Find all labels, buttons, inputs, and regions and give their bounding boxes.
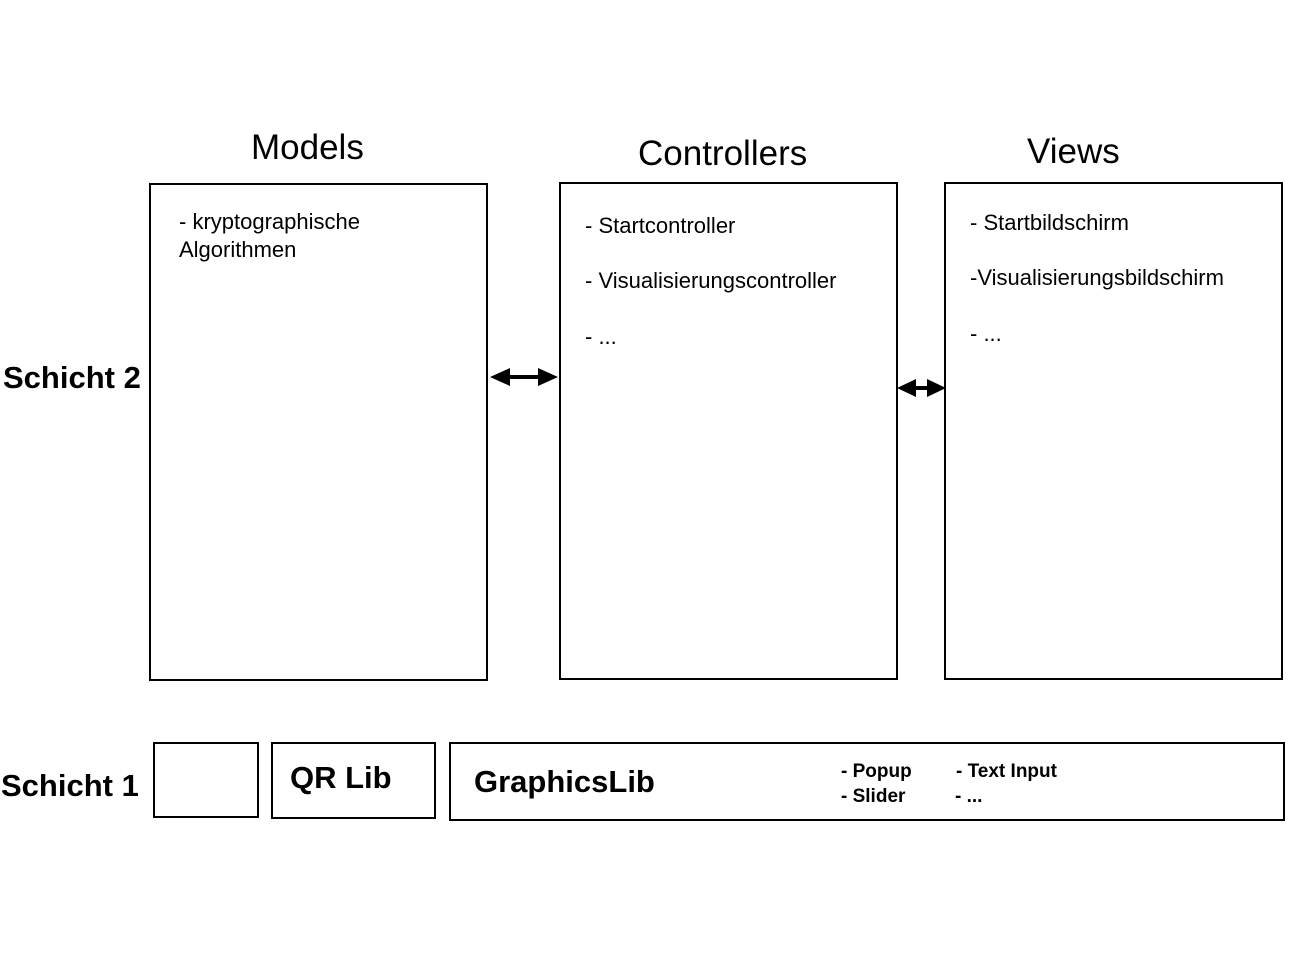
widget-more: - ... <box>955 786 983 807</box>
models-controllers-arrow <box>490 368 558 386</box>
empty-lib-box <box>153 742 259 818</box>
controllers-item-3: - ... <box>585 324 617 349</box>
controllers-item-2: - Visualisierungscontroller <box>585 268 837 293</box>
widget-slider: - Slider <box>841 786 906 807</box>
qr-lib-box: QR Lib <box>271 742 436 819</box>
models-box: - kryptographische Algorithmen <box>149 183 488 681</box>
models-item-1: - kryptographische <box>179 209 360 234</box>
graphics-lib-box: GraphicsLib - Popup - Text Input - Slide… <box>449 742 1285 821</box>
views-item-2: -Visualisierungsbildschirm <box>970 265 1224 290</box>
layer-2-label: Schicht 2 <box>3 360 141 395</box>
controllers-views-arrow <box>897 379 946 397</box>
layer-1-label: Schicht 1 <box>1 768 139 803</box>
widget-popup: - Popup <box>841 761 912 782</box>
widget-text-input: - Text Input <box>956 761 1057 782</box>
models-item-2: Algorithmen <box>179 237 297 262</box>
views-box: - Startbildschirm -Visualisierungsbildsc… <box>944 182 1283 680</box>
qr-lib-label: QR Lib <box>290 760 392 795</box>
views-item-3: - ... <box>970 321 1002 346</box>
models-heading: Models <box>251 128 364 167</box>
controllers-heading: Controllers <box>638 134 808 173</box>
controllers-box: - Startcontroller - Visualisierungscontr… <box>559 182 898 680</box>
views-item-1: - Startbildschirm <box>970 210 1129 235</box>
graphics-lib-label: GraphicsLib <box>474 764 655 799</box>
controllers-item-1: - Startcontroller <box>585 213 736 238</box>
views-heading: Views <box>1027 132 1120 171</box>
